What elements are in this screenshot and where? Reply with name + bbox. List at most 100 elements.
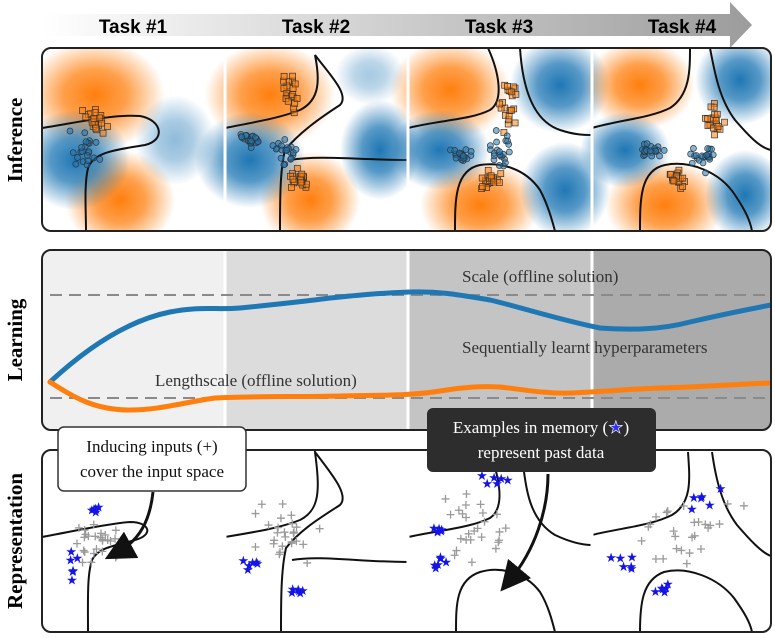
sequential-learnt-label: Sequentially learnt hyperparameters: [462, 338, 707, 357]
orange-square-marker: [679, 174, 687, 182]
orange-square-marker: [511, 119, 519, 127]
plus-icon: [303, 558, 312, 567]
star-icon: ★: [481, 477, 493, 492]
star-icon: ★: [294, 586, 306, 601]
star-icon: ★: [715, 482, 727, 497]
orange-square-marker: [710, 103, 718, 111]
plus-icon: [462, 535, 471, 544]
blue-circle-marker: [90, 154, 98, 162]
orange-square-marker: [284, 97, 292, 105]
task-label-2: Task #2: [282, 17, 350, 38]
star-icon: ★: [686, 503, 698, 518]
plus-icon: [682, 559, 691, 568]
blue-circle-marker: [493, 138, 500, 146]
plus-icon: [677, 546, 686, 555]
plus-icon: [72, 539, 81, 548]
orange-square-marker: [99, 129, 107, 137]
memory-callout-text-end: ): [623, 418, 629, 437]
orange-square-marker: [479, 183, 486, 190]
plus-icon: [452, 546, 461, 555]
task-label-4: Task #4: [648, 17, 717, 38]
blue-circle-marker: [69, 149, 77, 157]
plus-icon: [494, 538, 503, 547]
plus-icon: [89, 520, 98, 529]
plus-icon: [696, 544, 705, 553]
blue-circle-marker: [283, 146, 290, 154]
star-icon: ★: [495, 472, 507, 487]
row-label-representation: Representation: [3, 473, 27, 609]
star-icon: ★: [704, 498, 716, 513]
task-label-3: Task #3: [465, 17, 533, 38]
memory-callout-text-start: Examples in memory (: [453, 418, 609, 437]
memory-callout: Examples in memory (★) represent past da…: [427, 408, 656, 592]
blue-circle-marker: [643, 140, 651, 148]
star-icon: ★: [66, 573, 78, 588]
plus-icon: [456, 534, 465, 543]
representation-panel: ★★★★★★★★★★★★★★★★★★★★★★★★★★★★★★★★★★★★★★★★…: [41, 449, 772, 633]
plus-icon: [446, 510, 455, 519]
star-icon: ★: [250, 555, 262, 570]
plus-icon: [690, 531, 699, 540]
plus-icon: [273, 528, 282, 537]
star-icon: ★: [618, 560, 630, 575]
plus-icon: [274, 523, 283, 532]
inference-task1-field: [42, 48, 215, 231]
star-icon: ★: [247, 556, 259, 571]
plus-icon: [92, 545, 101, 554]
plus-icon: [292, 537, 301, 546]
star-icon: ★: [476, 469, 488, 484]
blue-circle-marker: [495, 162, 503, 169]
blue-circle-marker: [287, 155, 295, 162]
plus-icon: [715, 520, 724, 529]
star-icon: ★: [237, 554, 249, 569]
orange-square-marker: [298, 170, 306, 178]
plus-icon: [467, 558, 476, 567]
scale-learnt-curve: [47, 289, 771, 385]
orange-square-marker: [288, 184, 295, 191]
plus-icon: [276, 548, 285, 557]
plus-icon: [644, 522, 653, 531]
plus-icon: [264, 521, 273, 530]
orange-square-marker: [667, 170, 675, 178]
plus-icon: [477, 533, 486, 542]
orange-square-marker: [293, 95, 301, 102]
progress-arrow-icon: [42, 2, 752, 48]
star-icon: ★: [432, 558, 444, 573]
blue-circle-marker: [656, 152, 663, 160]
star-icon: ★: [436, 523, 448, 538]
plus-icon: [495, 527, 504, 536]
lengthscale-learnt-curve: [47, 379, 771, 413]
plus-icon: [450, 551, 459, 560]
scale-offline-label: Scale (offline solution): [462, 267, 618, 286]
blue-circle-marker: [289, 149, 297, 157]
star-icon: ★: [659, 586, 671, 601]
orange-square-marker: [82, 113, 90, 121]
star-icon: ★: [286, 586, 298, 601]
blue-circle-marker: [496, 148, 503, 155]
blue-circle-marker: [505, 148, 513, 156]
blue-circle-marker: [460, 152, 467, 160]
star-icon: ★: [292, 583, 304, 598]
blue-circle-marker: [83, 152, 91, 159]
plus-icon: [672, 544, 681, 553]
orange-square-marker: [704, 115, 711, 123]
plus-icon: [299, 540, 308, 549]
plus-icon: [278, 542, 287, 551]
plus-icon: [690, 518, 699, 527]
blue-circle-marker: [66, 127, 74, 135]
representation-markers: ★★★★★★★★★★★★★★★★★★★★★★★★★★★★★★★★★★★★★★★★…: [65, 469, 748, 601]
blue-circle-marker: [74, 154, 81, 161]
orange-square-marker: [497, 170, 505, 178]
blue-circle-marker: [96, 156, 104, 163]
plus-icon: [462, 490, 471, 499]
plus-icon: [478, 508, 487, 517]
star-icon: ★: [657, 583, 669, 598]
blue-circle-marker: [452, 154, 460, 162]
star-icon: ★: [297, 584, 309, 599]
plus-icon: [476, 500, 485, 509]
star-icon: ★: [252, 557, 264, 572]
blue-circle-marker: [492, 127, 500, 134]
star-icon: ★: [293, 584, 305, 599]
plus-icon: [280, 528, 289, 537]
blue-circle-marker: [281, 136, 289, 143]
